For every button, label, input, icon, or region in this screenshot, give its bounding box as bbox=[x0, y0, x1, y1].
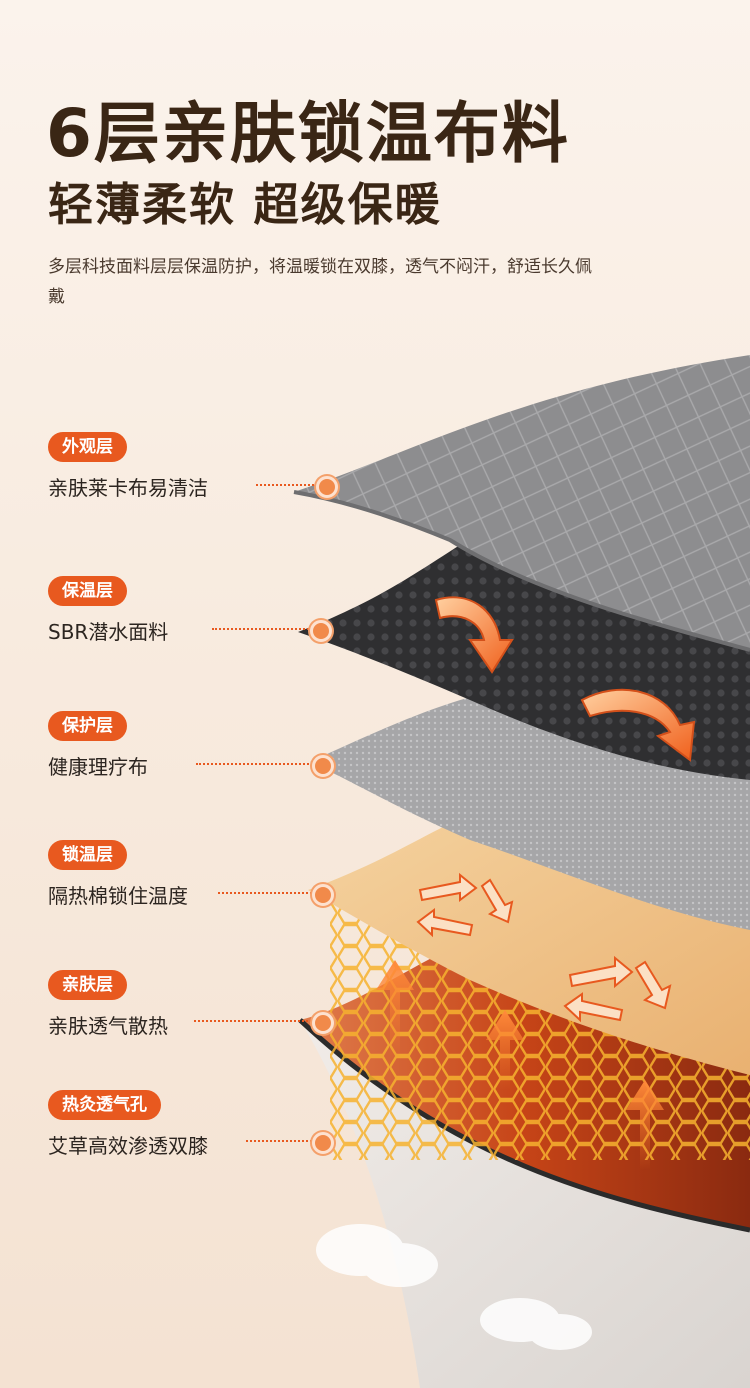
layer-description: 健康理疗布 bbox=[48, 755, 148, 779]
layer-marker-dot bbox=[310, 620, 332, 642]
layer-description: 亲肤透气散热 bbox=[48, 1014, 168, 1038]
layer-badge: 保温层 bbox=[48, 576, 127, 606]
leader-line bbox=[194, 1020, 320, 1022]
layer-label-protection: 保护层 健康理疗布 bbox=[48, 711, 148, 780]
circulation-arrows-icon bbox=[416, 872, 514, 938]
fabric-layers-illustration bbox=[293, 355, 750, 1388]
layer-description: 亲肤莱卡布易清洁 bbox=[48, 476, 208, 500]
leader-line bbox=[256, 484, 322, 486]
layer-description: 隔热棉锁住温度 bbox=[48, 884, 188, 908]
layer-label-sbr: 保温层 SBR潜水面料 bbox=[48, 576, 168, 645]
layer-badge: 热灸透气孔 bbox=[48, 1090, 161, 1120]
layer-label-skin: 亲肤层 亲肤透气散热 bbox=[48, 970, 168, 1039]
layer-badge: 锁温层 bbox=[48, 840, 127, 870]
circulation-arrows-icon bbox=[563, 955, 672, 1023]
layer-description: SBR潜水面料 bbox=[48, 620, 169, 644]
layer-marker-dot bbox=[312, 884, 334, 906]
leader-line bbox=[246, 1140, 320, 1142]
heat-flow-arrow-icon bbox=[434, 596, 514, 674]
layer-badge: 外观层 bbox=[48, 432, 127, 462]
layer-marker-dot bbox=[312, 1012, 334, 1034]
heat-flow-arrow-icon bbox=[580, 688, 696, 762]
layer-label-insulation: 锁温层 隔热棉锁住温度 bbox=[48, 840, 188, 909]
leader-line bbox=[218, 892, 320, 894]
leader-line bbox=[212, 628, 316, 630]
layer-label-outer: 外观层 亲肤莱卡布易清洁 bbox=[48, 432, 208, 501]
layer-marker-dot bbox=[316, 476, 338, 498]
page-subtitle: 轻薄柔软 超级保暖 bbox=[48, 178, 442, 231]
page-title: 6层亲肤锁温布料 bbox=[46, 95, 570, 172]
fabric-layer-outer bbox=[294, 355, 750, 650]
leader-line bbox=[196, 763, 320, 765]
layer-marker-dot bbox=[312, 755, 334, 777]
layer-badge: 亲肤层 bbox=[48, 970, 127, 1000]
layer-description: 艾草高效渗透双膝 bbox=[48, 1134, 208, 1158]
layer-badge: 保护层 bbox=[48, 711, 127, 741]
page-description: 多层科技面料层层保温防护，将温暖锁在双膝，透气不闷汗，舒适长久佩戴 bbox=[48, 257, 592, 307]
layer-label-breathable: 热灸透气孔 艾草高效渗透双膝 bbox=[48, 1090, 208, 1159]
layer-marker-dot bbox=[312, 1132, 334, 1154]
up-arrow-icon bbox=[376, 960, 664, 1170]
